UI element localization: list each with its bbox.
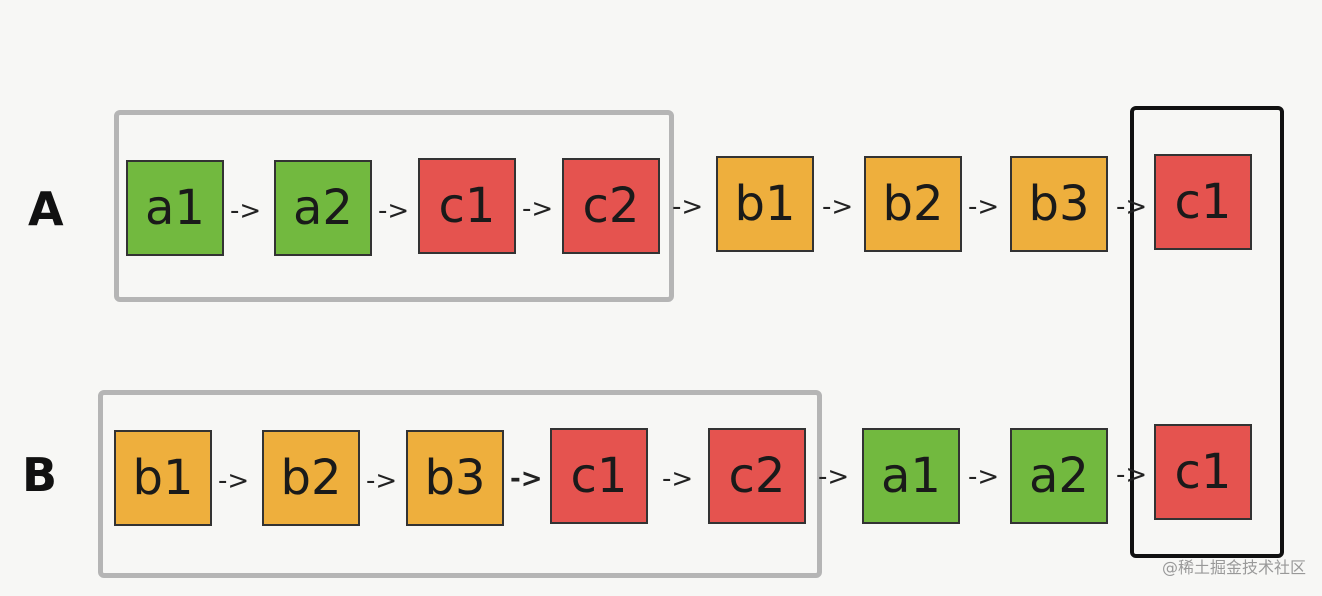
arrow-b-4: ->	[662, 464, 694, 494]
group-box-a	[114, 110, 674, 302]
arrow-b-3: ->	[510, 464, 543, 494]
node-b-6: a1	[862, 428, 960, 524]
node-b-7: a2	[1010, 428, 1108, 524]
watermark: @稀土掘金技术社区	[1161, 558, 1306, 577]
node-b-8: c1	[1154, 424, 1252, 520]
arrow-a-3: ->	[522, 194, 554, 224]
group-box-b	[98, 390, 822, 578]
arrow-a-5: ->	[822, 192, 854, 222]
node-b-2: b2	[262, 430, 360, 526]
arrow-b-5: ->	[818, 462, 850, 492]
node-b-4: c1	[550, 428, 648, 524]
node-b-5: c2	[708, 428, 806, 524]
node-a-4: c2	[562, 158, 660, 254]
row-label-a: A	[28, 182, 64, 236]
arrow-b-1: ->	[218, 466, 250, 496]
arrow-a-7: ->	[1116, 192, 1148, 222]
node-a-7: b3	[1010, 156, 1108, 252]
node-b-3: b3	[406, 430, 504, 526]
node-a-6: b2	[864, 156, 962, 252]
arrow-a-4: ->	[672, 192, 704, 222]
node-a-5: b1	[716, 156, 814, 252]
node-a-8: c1	[1154, 154, 1252, 250]
node-b-1: b1	[114, 430, 212, 526]
arrow-b-7: ->	[1116, 460, 1148, 490]
arrow-a-2: ->	[378, 196, 410, 226]
arrow-b-2: ->	[366, 466, 398, 496]
arrow-a-6: ->	[968, 192, 1000, 222]
node-a-1: a1	[126, 160, 224, 256]
common-node-highlight	[1130, 106, 1284, 558]
node-a-2: a2	[274, 160, 372, 256]
node-a-3: c1	[418, 158, 516, 254]
arrow-a-1: ->	[230, 196, 262, 226]
arrow-b-6: ->	[968, 462, 1000, 492]
row-label-b: B	[22, 448, 58, 502]
